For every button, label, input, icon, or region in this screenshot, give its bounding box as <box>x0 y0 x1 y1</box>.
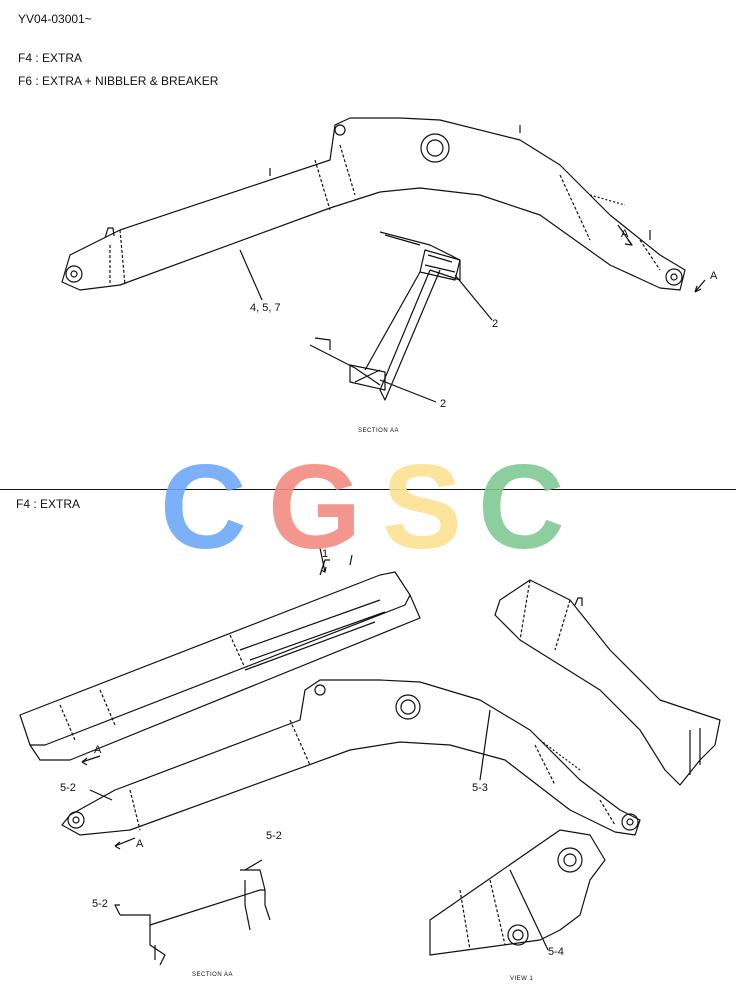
bottom-arrow-label-a1: A <box>94 744 102 756</box>
variant-f6-label: F6 : EXTRA + NIBBLER & BREAKER <box>18 74 219 88</box>
bottom-section-label: SECTION AA <box>192 972 234 978</box>
bottom-arrow-label-1: 1 <box>322 548 329 560</box>
cgsc-watermark: C G S C <box>160 448 565 558</box>
top-arrow-label-a2: A <box>710 270 718 282</box>
callout-5-2-section-top: 5-2 <box>266 830 282 842</box>
bottom-section-aa <box>114 859 271 966</box>
watermark-letter-g: G <box>268 448 361 558</box>
callout-plate-upper: 2 <box>492 318 499 330</box>
bottom-arrow-label-a2: A <box>136 838 144 850</box>
variant-f4-label: F4 : EXTRA <box>18 51 83 65</box>
bottom-view-1 <box>429 829 606 956</box>
bottom-variant-label: F4 : EXTRA <box>16 497 81 511</box>
watermark-letter-s: S <box>382 448 462 558</box>
document-code: YV04-03001~ <box>18 12 92 26</box>
watermark-letter-c1: C <box>160 448 247 558</box>
top-section-label: SECTION AA <box>358 428 400 434</box>
top-boom-arm <box>61 117 706 301</box>
top-arrow-label-a1: A <box>621 228 629 240</box>
section-divider <box>0 489 736 490</box>
view-label: VIEW 1 <box>510 976 534 982</box>
bottom-tapered-section <box>494 579 721 786</box>
callout-5-2-left: 5-2 <box>60 782 76 794</box>
top-section-aa <box>309 231 493 403</box>
callout-5-3: 5-3 <box>472 782 488 794</box>
watermark-letter-c2: C <box>478 448 565 558</box>
bottom-extension-arm <box>19 547 421 766</box>
callout-plate-lower: 2 <box>440 398 447 410</box>
bottom-boom-arm <box>61 679 641 850</box>
callout-5-2-section-left: 5-2 <box>92 898 108 910</box>
callout-5-4: 5-4 <box>548 946 564 958</box>
callout-arm-parts: 4, 5, 7 <box>250 302 281 314</box>
